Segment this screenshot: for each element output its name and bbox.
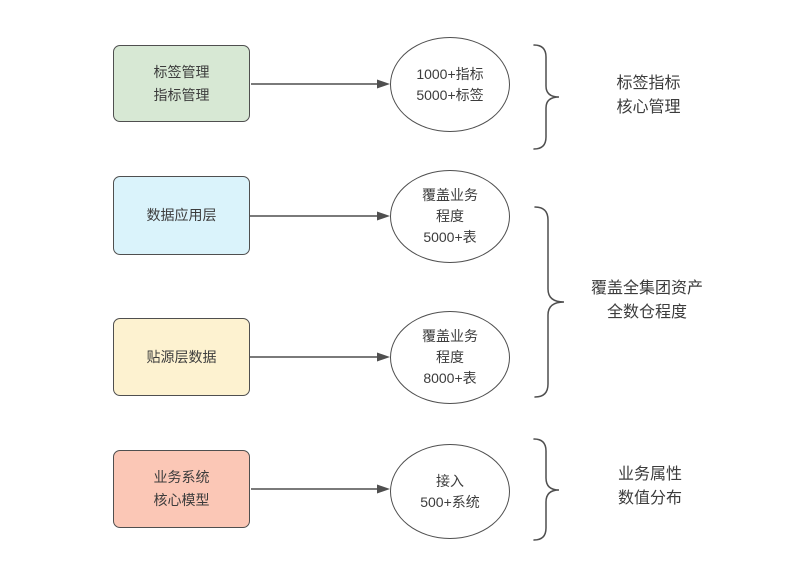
arrow-row-1 <box>251 79 390 89</box>
annotation-line: 全数仓程度 <box>606 304 687 321</box>
box-tag-metric-management: 标签管理 指标管理 <box>113 45 250 122</box>
ellipse-line: 覆盖业务 <box>422 328 478 344</box>
box-business-system-core-model: 业务系统 核心模型 <box>113 450 250 528</box>
ellipse-line: 程度 <box>436 208 464 224</box>
ellipse-line: 覆盖业务 <box>422 187 478 203</box>
ellipse-line: 程度 <box>436 349 464 365</box>
box-source-layer-data: 贴源层数据 <box>113 318 250 396</box>
annotation-tag-metric-core-management: 标签指标 核心管理 <box>576 72 721 120</box>
annotation-business-attribute-distribution: 业务属性 数值分布 <box>576 463 724 511</box>
annotation-group-asset-coverage: 覆盖全集团资产 全数仓程度 <box>566 277 728 325</box>
box-line: 贴源层数据 <box>146 348 217 365</box>
brace-middle <box>534 206 565 398</box>
arrow-row-4 <box>251 484 390 494</box>
annotation-line: 覆盖全集团资产 <box>590 280 703 297</box>
ellipse-tag-metric-count: 1000+指标 5000+标签 <box>390 37 510 132</box>
box-line: 核心模型 <box>153 492 210 508</box>
ellipse-line: 5000+标签 <box>416 86 484 103</box>
annotation-line: 核心管理 <box>616 99 681 116</box>
arrowhead-icon <box>377 79 390 89</box>
arrowhead-icon <box>377 211 390 221</box>
brace-top <box>533 44 560 150</box>
arrowhead-icon <box>377 484 390 494</box>
annotation-line: 数值分布 <box>617 490 682 507</box>
box-data-application-layer: 数据应用层 <box>113 176 250 255</box>
ellipse-business-coverage-5000: 覆盖业务 程度 5000+表 <box>390 170 510 263</box>
box-line: 标签管理 <box>153 63 210 80</box>
ellipse-system-access-count: 接入 500+系统 <box>390 444 510 539</box>
ellipse-line: 1000+指标 <box>416 65 484 82</box>
arrow-row-3 <box>250 352 390 362</box>
arrowhead-icon <box>377 352 390 362</box>
box-line: 业务系统 <box>153 469 210 485</box>
ellipse-line: 8000+表 <box>423 370 477 386</box>
arrow-row-2 <box>250 211 390 221</box>
ellipse-line: 5000+表 <box>423 229 477 245</box>
box-line: 指标管理 <box>153 86 210 103</box>
annotation-line: 业务属性 <box>617 466 682 483</box>
annotation-line: 标签指标 <box>616 75 681 92</box>
box-line: 数据应用层 <box>146 207 217 223</box>
ellipse-line: 接入 <box>436 472 464 489</box>
ellipse-line: 500+系统 <box>420 493 480 510</box>
ellipse-business-coverage-8000: 覆盖业务 程度 8000+表 <box>390 311 510 404</box>
brace-bottom <box>533 438 560 541</box>
